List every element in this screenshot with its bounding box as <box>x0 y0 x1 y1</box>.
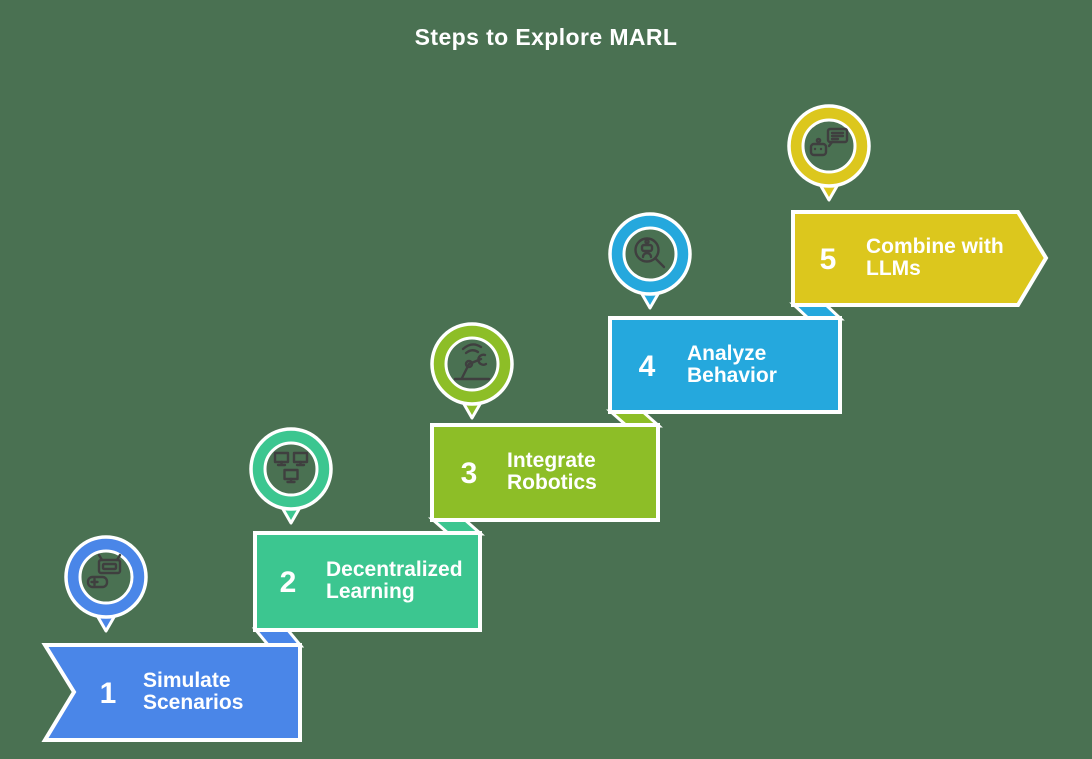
step-4-pin <box>608 212 692 310</box>
robot-chat-icon <box>809 127 849 157</box>
step-1-label-line1: Simulate <box>143 669 231 692</box>
step-5-label-line1: Combine with <box>866 235 1004 258</box>
step-2-number: 2 <box>280 566 297 599</box>
step-2-label-line1: Decentralized <box>326 558 463 581</box>
robot-arm-icon <box>453 343 491 381</box>
step-3-pin <box>430 322 514 420</box>
step-3-label-line1: Integrate <box>507 449 596 472</box>
networked-computers-icon <box>273 451 309 484</box>
magnifier-robot-icon <box>634 237 666 269</box>
step-5-label-line2: LLMs <box>866 257 921 280</box>
step-1-number: 1 <box>100 677 117 710</box>
step-1-pin <box>64 535 148 633</box>
step-4-number: 4 <box>639 350 656 383</box>
step-2-pin <box>249 427 333 525</box>
page-title: Steps to Explore MARL <box>415 24 678 50</box>
step-1-label-line2: Scenarios <box>143 691 243 714</box>
step-5-block <box>791 210 1049 307</box>
step-2-block <box>253 531 482 632</box>
robot-gamepad-icon <box>86 553 122 589</box>
step-5-number: 5 <box>820 243 837 276</box>
step-4-block <box>608 316 842 414</box>
step-3-number: 3 <box>461 457 478 490</box>
step-3-label-line2: Robotics <box>507 471 597 494</box>
step-1-block <box>41 643 302 742</box>
step-2-label-line2: Learning <box>326 580 415 603</box>
step-5-pin <box>787 104 871 202</box>
step-4-label-line2: Behavior <box>687 364 777 387</box>
step-4-label-line1: Analyze <box>687 342 766 365</box>
step-3-block <box>430 423 660 522</box>
